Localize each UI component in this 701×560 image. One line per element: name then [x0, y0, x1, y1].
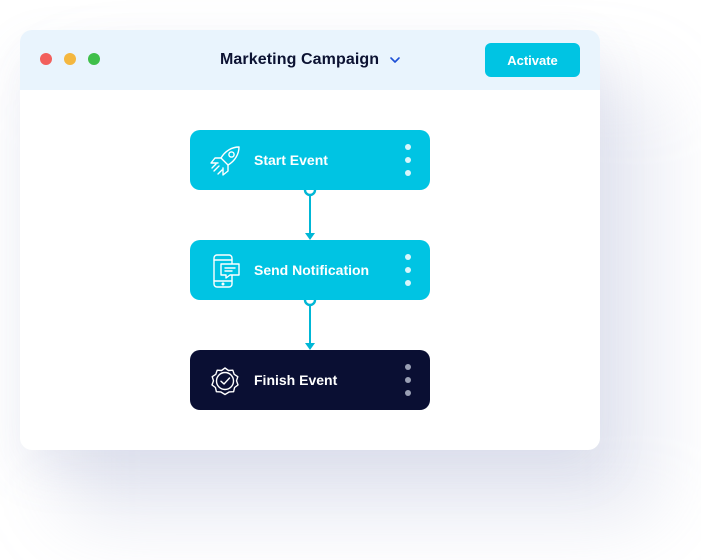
close-window-button[interactable] — [40, 53, 52, 65]
app-window: Marketing Campaign Activate — [20, 30, 600, 450]
flow-node-send-notification[interactable]: Send Notification — [190, 240, 430, 300]
phone-message-icon — [213, 254, 240, 288]
more-options-icon[interactable] — [400, 254, 416, 286]
flow-node-label: Start Event — [254, 152, 328, 168]
activate-button[interactable]: Activate — [485, 43, 580, 77]
more-options-icon[interactable] — [400, 364, 416, 396]
connector-2 — [303, 293, 317, 350]
flow-node-label: Send Notification — [254, 262, 370, 278]
more-options-icon[interactable] — [400, 144, 416, 176]
connector-1 — [303, 183, 317, 240]
flow-node-finish-event[interactable]: Finish Event — [190, 350, 430, 410]
flow-node-start-event[interactable]: Start Event — [190, 130, 430, 190]
minimize-window-button[interactable] — [64, 53, 76, 65]
chevron-down-icon — [390, 57, 400, 63]
badge-check-icon — [211, 367, 239, 396]
campaign-title: Marketing Campaign — [220, 51, 380, 68]
flow-node-label: Finish Event — [254, 372, 338, 388]
maximize-window-button[interactable] — [88, 53, 100, 65]
campaign-selector[interactable]: Marketing Campaign — [220, 48, 401, 72]
title-bar: Marketing Campaign Activate — [20, 30, 600, 90]
rocket-icon — [210, 146, 240, 176]
